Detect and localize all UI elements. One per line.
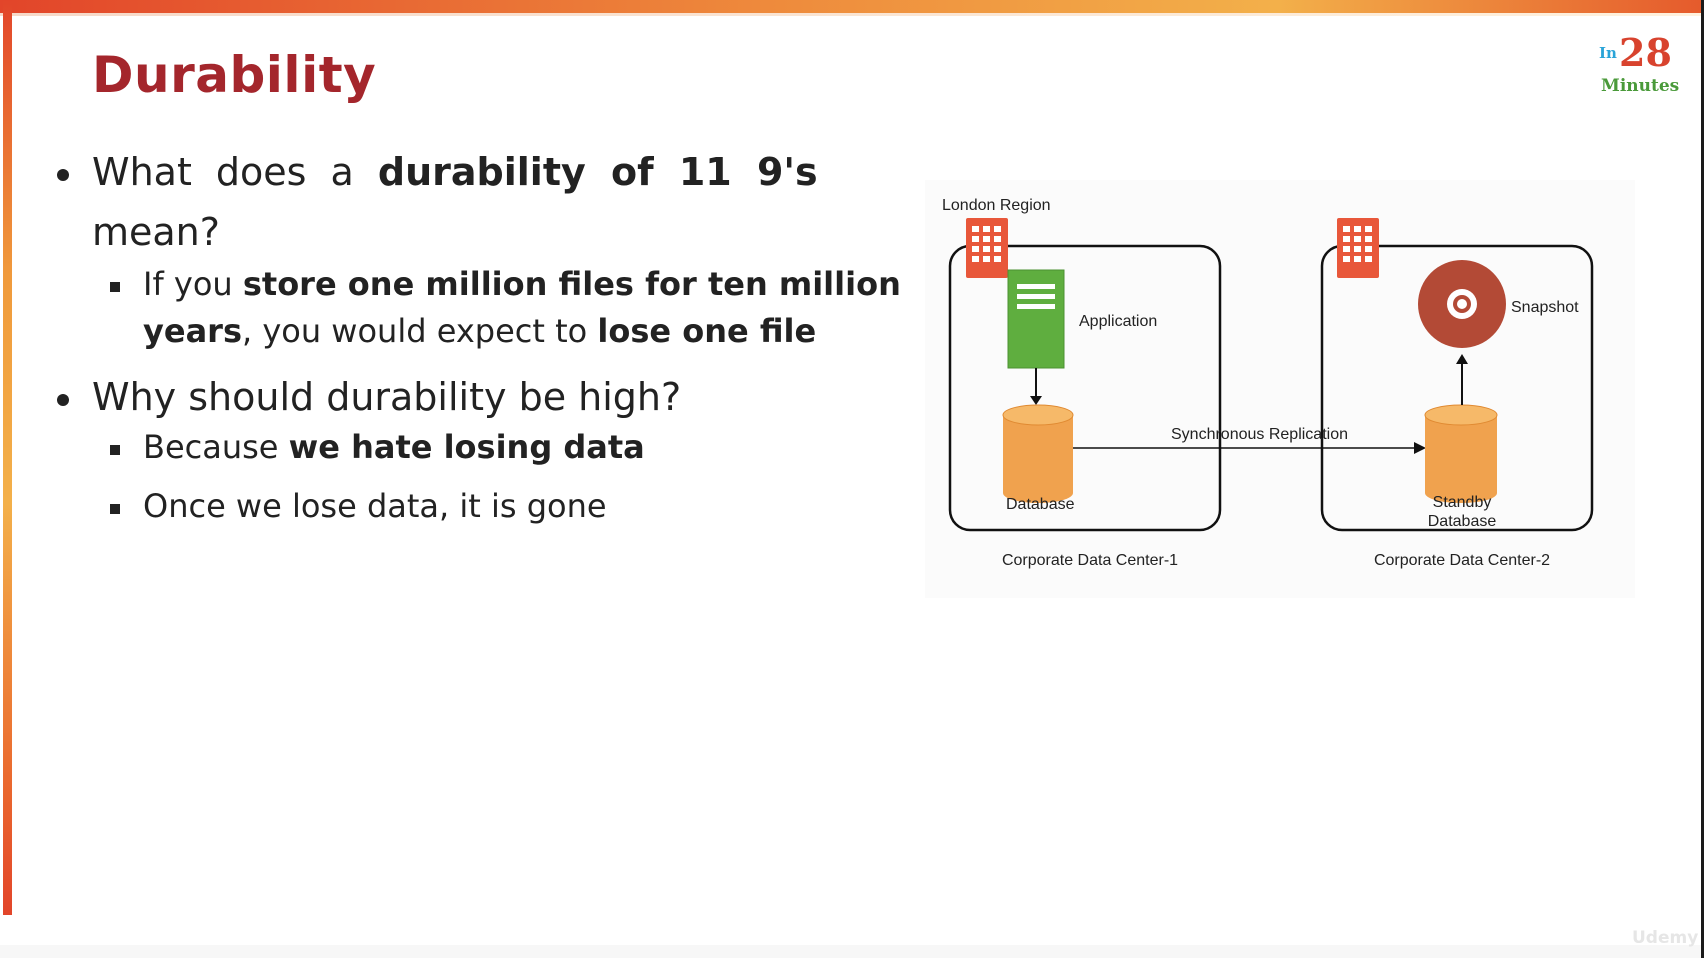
building-icon: [966, 218, 1008, 278]
logo-number: 28: [1619, 30, 1672, 75]
sub-bullet-square: [110, 282, 120, 292]
bullet-dot: [57, 169, 69, 181]
database-label: Database: [1006, 496, 1075, 513]
arrowhead: [1414, 442, 1426, 454]
server-icon: [1007, 269, 1065, 369]
bullet-2-sub-1: Because we hate losing data: [143, 428, 645, 466]
database-icon: [1002, 404, 1074, 503]
slide-left-accent-bar: [3, 0, 12, 915]
bullet-1-line-2: mean?: [92, 210, 220, 254]
sub-bullet-square: [110, 504, 120, 514]
standby-label-line-2: Database: [1428, 513, 1497, 530]
slide-title: Durability: [92, 46, 377, 104]
disk-icon: [1418, 260, 1506, 348]
bullet-dot: [57, 394, 69, 406]
replication-label: Synchronous Replication: [1171, 426, 1348, 443]
bullet-1-sub-1-line-1: If you store one million files for ten m…: [143, 265, 901, 303]
snapshot-label: Snapshot: [1511, 299, 1579, 316]
data-center-2-box: [1320, 244, 1594, 532]
arrowhead: [1456, 354, 1468, 364]
data-center-1-box: [948, 244, 1222, 532]
data-center-1-label: Corporate Data Center-1: [1002, 552, 1178, 569]
bullet-1-sub-1-line-2: years, you would expect to lose one file: [143, 312, 817, 350]
slide-bottom-strip: [0, 945, 1704, 958]
arrowhead: [1030, 396, 1042, 405]
slide-top-accent-shadow: [0, 13, 1704, 16]
data-center-2-label: Corporate Data Center-2: [1374, 552, 1550, 569]
region-label: London Region: [942, 197, 1051, 214]
application-label: Application: [1079, 313, 1157, 330]
bullet-2-sub-2: Once we lose data, it is gone: [143, 487, 607, 525]
logo-suffix: Minutes: [1601, 76, 1680, 96]
slide-top-accent-bar: [0, 0, 1704, 13]
building-icon: [1337, 218, 1379, 278]
in28minutes-logo: In 28 Minutes: [1598, 30, 1688, 100]
bullet-2-text: Why should durability be high?: [92, 375, 682, 419]
sub-bullet-square: [110, 445, 120, 455]
diagram-background: [925, 180, 1635, 598]
bullet-1-line-1: What does a durability of 11 9's: [92, 150, 818, 194]
logo-prefix: In: [1599, 44, 1617, 62]
standby-label-line-1: Standby: [1433, 494, 1492, 511]
database-icon: [1424, 404, 1498, 503]
window-right-edge: [1701, 0, 1704, 958]
udemy-watermark: Udemy: [1632, 928, 1699, 948]
